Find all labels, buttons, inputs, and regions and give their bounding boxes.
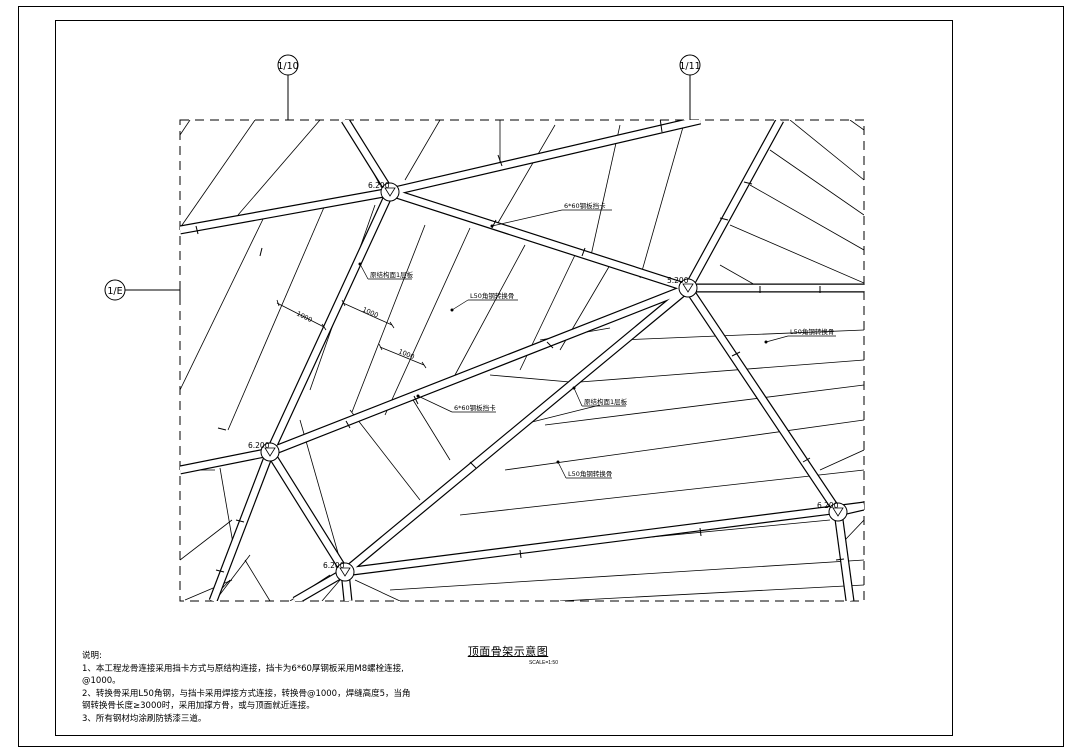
dimension-1000-2: 1000 bbox=[361, 306, 379, 320]
node-5: 6.200 bbox=[323, 561, 355, 582]
drawing-title: 顶面骨架示意图 bbox=[467, 645, 549, 658]
dimension-lines bbox=[276, 299, 427, 369]
axis-label-1-10: 1/10 bbox=[277, 61, 298, 72]
node-elevation-3: 6.200 bbox=[248, 441, 270, 450]
main-beams bbox=[180, 120, 864, 601]
notes-line-3: 2、转换骨采用L50角钢，与挡卡采用焊接方式连接，转换骨@1000，焊缝高度5，… bbox=[82, 688, 411, 699]
drawing-notes: 说明: 1、本工程龙骨连接采用挡卡方式与原结构连接，挡卡为6*60厚钢板采用M8… bbox=[82, 650, 411, 725]
axis-marker-1-11: 1/11 bbox=[679, 54, 701, 120]
axis-label-1-11: 1/11 bbox=[679, 61, 700, 72]
node-elevation-4: 6.200 bbox=[817, 501, 839, 510]
conversion-keels bbox=[180, 120, 864, 601]
notes-line-1: 1、本工程龙骨连接采用挡卡方式与原结构连接，挡卡为6*60厚钢板采用M8螺栓连接… bbox=[82, 663, 404, 674]
dimension-1000-3: 1000 bbox=[397, 347, 415, 361]
axis-markers: 1/10 1/11 1/E bbox=[104, 54, 701, 301]
callout-angle-keel-3: L50角钢转换骨 bbox=[568, 469, 612, 478]
node-4: 6.200 bbox=[817, 501, 848, 522]
axis-label-1-e: 1/E bbox=[107, 286, 122, 297]
drawing-title-block: 顶面骨架示意图 SCALE=1:50 bbox=[458, 643, 558, 666]
node-1: 6.200 bbox=[368, 181, 400, 202]
dimension-1000-1: 1000 bbox=[295, 310, 313, 324]
notes-heading: 说明: bbox=[82, 651, 102, 661]
callout-leaders bbox=[359, 209, 836, 479]
node-elevation-1: 6.200 bbox=[368, 181, 390, 190]
callout-dots bbox=[358, 224, 768, 464]
node-2: 5.200 bbox=[667, 276, 698, 298]
callout-steel-clip-2: 6*60钢板挡卡 bbox=[454, 403, 496, 412]
structure-boundary bbox=[179, 119, 865, 602]
node-elevation-5: 6.200 bbox=[323, 561, 345, 570]
callout-angle-keel-2: L50角钢转换骨 bbox=[790, 327, 834, 336]
axis-marker-1-10: 1/10 bbox=[277, 54, 299, 120]
node-elevation-2: 5.200 bbox=[667, 276, 689, 285]
notes-line-5: 3、所有钢材均涂刷防锈漆三道。 bbox=[82, 713, 207, 724]
outer-frame bbox=[18, 6, 1064, 747]
callout-steel-clip-1: 6*60钢板挡卡 bbox=[564, 201, 606, 210]
notes-line-2: @1000。 bbox=[82, 676, 121, 686]
drawing-frame bbox=[55, 20, 953, 736]
callout-angle-keel-1: L50角钢转换骨 bbox=[470, 291, 514, 300]
axis-marker-1-e: 1/E bbox=[104, 279, 181, 301]
drawing-scale: SCALE=1:50 bbox=[528, 660, 558, 666]
callout-structure-slab-2: 原结构面1层板 bbox=[584, 397, 628, 406]
callout-structure-slab-1: 原结构面1层板 bbox=[370, 270, 414, 279]
node-3: 6.200 bbox=[248, 441, 280, 462]
beam-nodes: 6.200 5.200 6.200 6.200 6.200 bbox=[248, 181, 848, 582]
callout-labels: 6*60钢板挡卡 原结构面1层板 L50角钢转换骨 L50角钢转换骨 6*60钢… bbox=[370, 201, 834, 478]
notes-line-4: 钢转换骨长度≥3000时，采用加撑方骨，或与顶面就近连接。 bbox=[82, 701, 315, 711]
